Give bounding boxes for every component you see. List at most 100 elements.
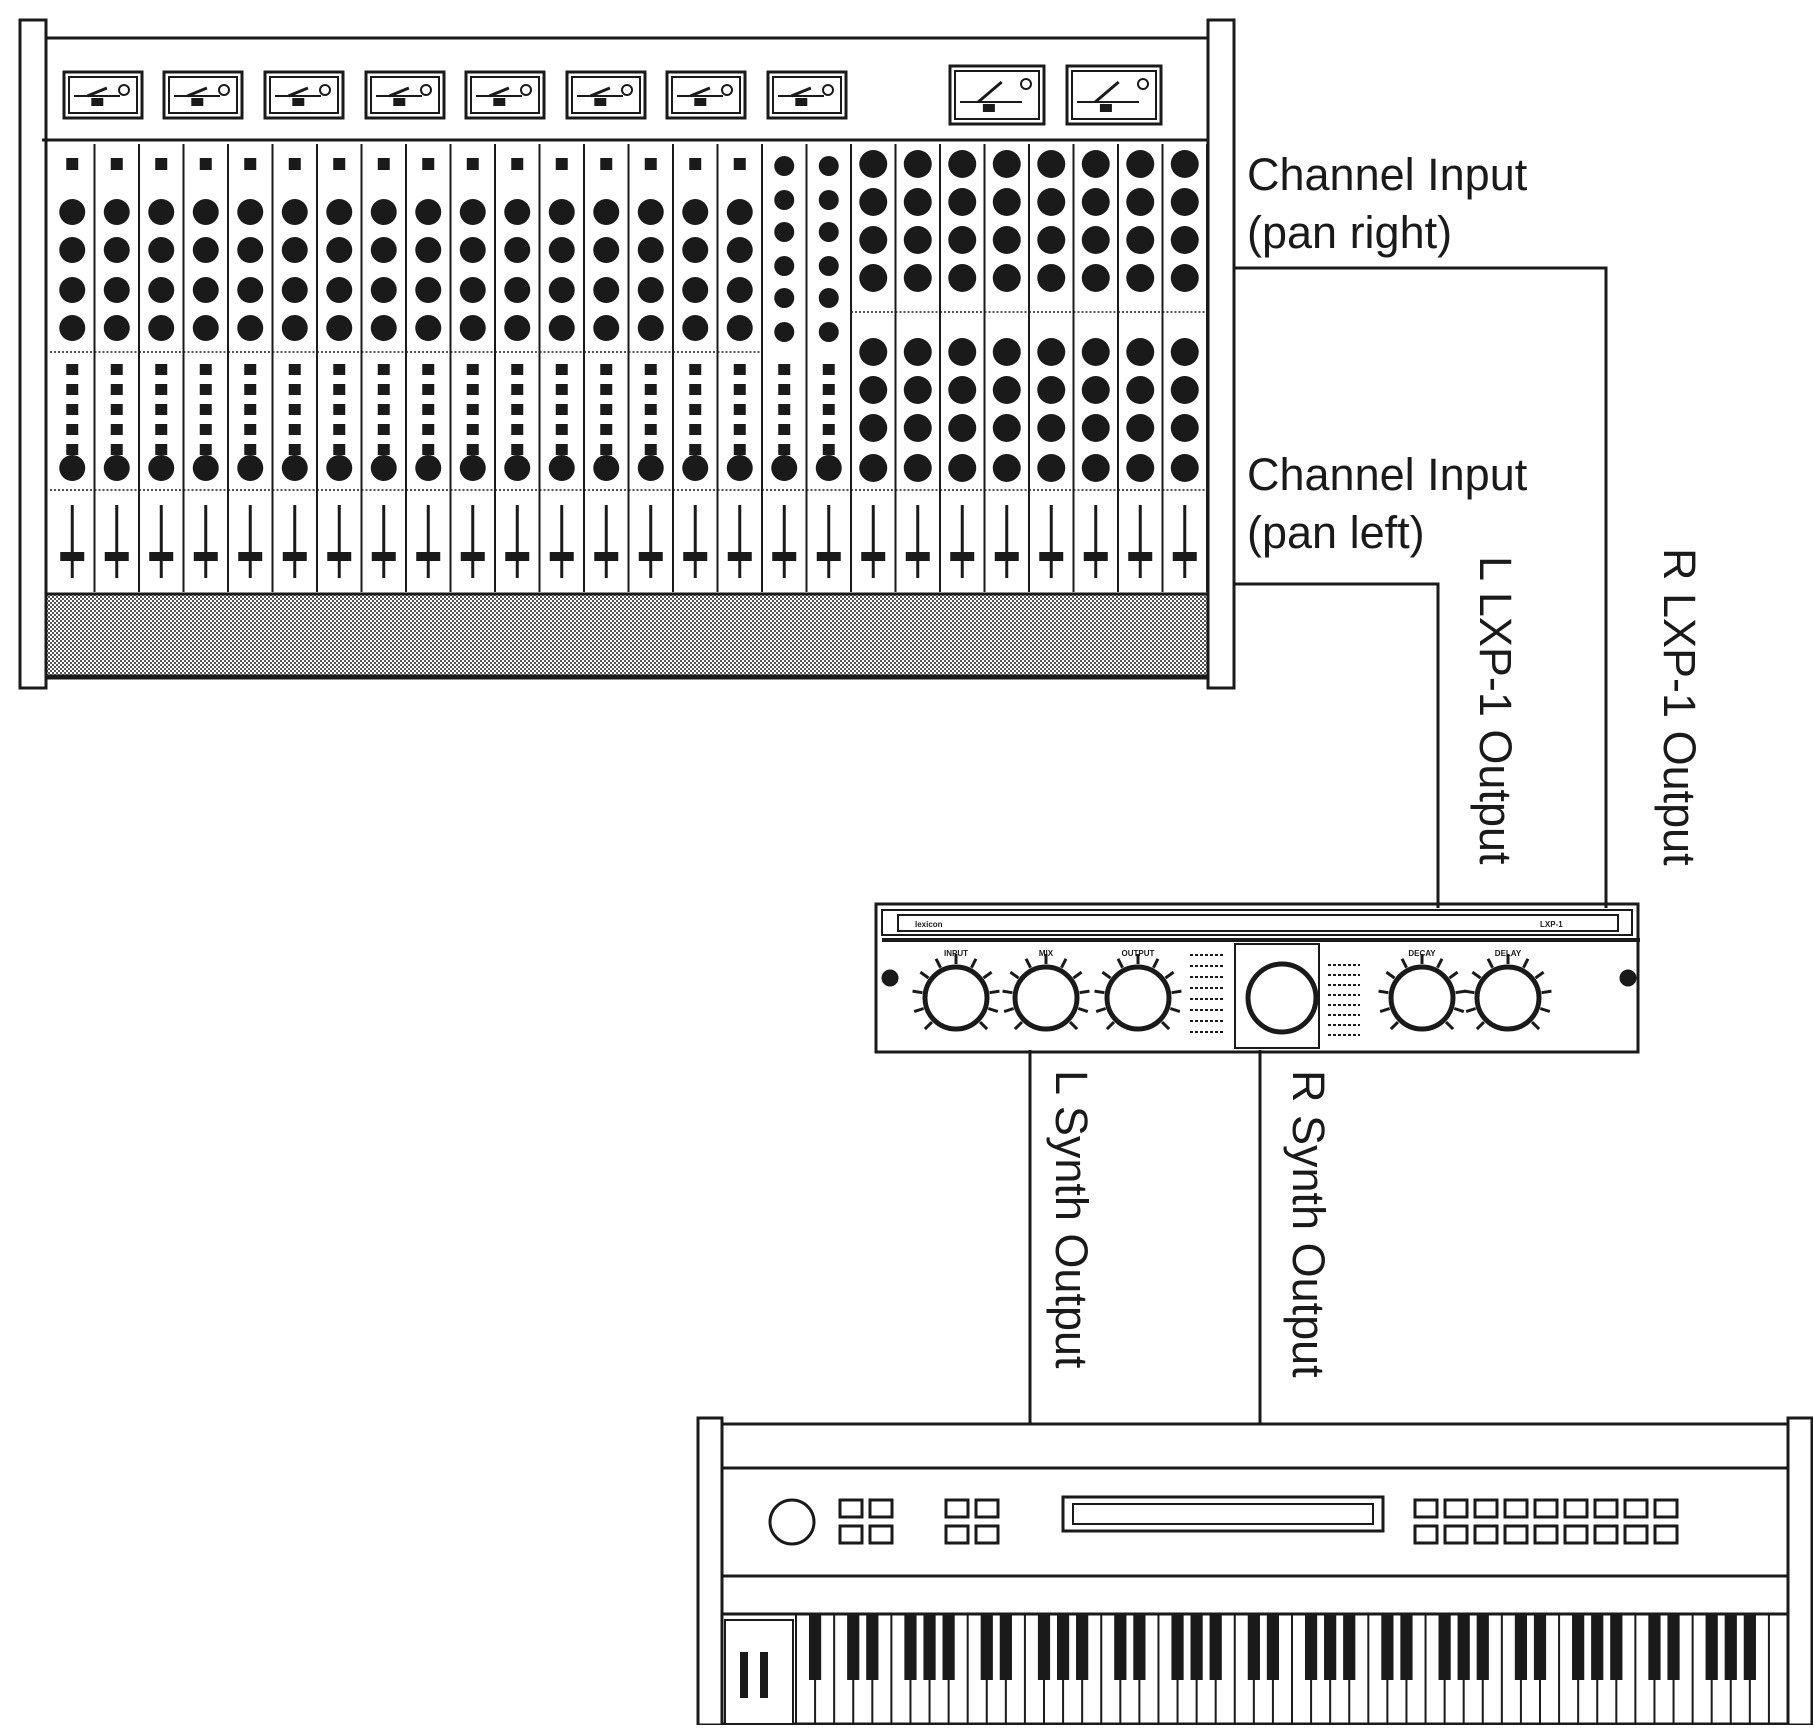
master-knob xyxy=(1081,226,1110,254)
lxp1-knob xyxy=(1464,954,1552,1032)
synth-button xyxy=(944,1524,970,1545)
master-knob xyxy=(1081,376,1110,404)
group-knob xyxy=(818,256,839,276)
channel-strip xyxy=(406,144,452,592)
master-knob xyxy=(903,226,932,254)
synth-button xyxy=(838,1524,864,1545)
vu-meter xyxy=(766,70,848,120)
channel-knob xyxy=(593,315,620,341)
eq-button xyxy=(733,424,746,435)
black-key xyxy=(1037,1614,1051,1680)
channel-button xyxy=(377,158,390,170)
channel-button xyxy=(333,158,346,170)
eq-button xyxy=(511,444,524,455)
master-knob xyxy=(1126,226,1155,254)
eq-button xyxy=(689,404,702,415)
channel-knob xyxy=(593,455,620,481)
synth-button xyxy=(1533,1524,1559,1545)
black-key xyxy=(1667,1614,1680,1680)
channel-strip xyxy=(94,144,140,592)
black-key xyxy=(1476,1614,1489,1680)
eq-button xyxy=(689,384,702,395)
eq-button xyxy=(66,404,79,415)
channel-knob xyxy=(237,315,264,341)
channel-knob xyxy=(281,277,308,303)
black-key xyxy=(1266,1614,1280,1680)
master-knob xyxy=(992,338,1021,366)
channel-knob xyxy=(59,199,86,225)
channel-knob xyxy=(103,277,130,303)
channel-knob xyxy=(148,455,175,481)
channel-knob xyxy=(281,455,308,481)
channel-knob xyxy=(281,315,308,341)
fader-knob xyxy=(1128,552,1153,561)
channel-button xyxy=(466,158,479,170)
synth-button xyxy=(1503,1524,1529,1545)
lxp1-knob-label: DELAY xyxy=(1495,949,1522,958)
eq-button xyxy=(422,364,435,375)
eq-button xyxy=(377,404,390,415)
eq-button xyxy=(288,444,301,455)
eq-button xyxy=(422,424,435,435)
eq-button xyxy=(511,364,524,375)
master-knob xyxy=(1081,264,1110,292)
master-knob xyxy=(1037,226,1066,254)
eq-button xyxy=(511,404,524,415)
black-key xyxy=(1743,1614,1756,1680)
synth-button xyxy=(1653,1524,1679,1545)
group-knob xyxy=(774,222,795,242)
fader-knob xyxy=(727,552,752,561)
channel-knob xyxy=(682,277,709,303)
eq-button xyxy=(333,364,346,375)
channel-strip xyxy=(851,144,897,592)
eq-button xyxy=(466,444,479,455)
synth-button xyxy=(1443,1524,1469,1545)
eq-button xyxy=(66,444,79,455)
fader-knob xyxy=(416,552,441,561)
synth-pitch-wheel xyxy=(740,1652,748,1698)
eq-button xyxy=(244,444,257,455)
lxp1-knob xyxy=(1094,954,1182,1032)
group-knob xyxy=(774,156,795,176)
master-knob xyxy=(859,226,888,254)
lxp1-screw-right xyxy=(1619,969,1637,987)
eq-button xyxy=(733,384,746,395)
vu-meter xyxy=(364,70,446,120)
channel-knob xyxy=(637,315,664,341)
fader-knob xyxy=(950,552,975,561)
synth-button xyxy=(1443,1498,1469,1519)
eq-button xyxy=(689,364,702,375)
eq-button xyxy=(110,424,123,435)
master-knob xyxy=(1170,188,1199,216)
channel-strip xyxy=(539,144,585,592)
synth-button xyxy=(974,1498,1000,1519)
fader-knob xyxy=(193,552,218,561)
master-knob xyxy=(948,150,977,178)
group-button xyxy=(822,424,835,435)
synth-button xyxy=(1563,1524,1589,1545)
master-knob xyxy=(992,376,1021,404)
channel-knob xyxy=(459,455,486,481)
black-key xyxy=(1514,1614,1528,1680)
eq-button xyxy=(600,364,613,375)
eq-button xyxy=(644,364,657,375)
eq-button xyxy=(466,364,479,375)
channel-knob xyxy=(370,237,397,263)
group-button xyxy=(822,384,835,395)
vu-meter xyxy=(62,70,144,120)
group-knob xyxy=(818,222,839,242)
channel-strip xyxy=(495,144,541,592)
fader-knob xyxy=(238,552,263,561)
eq-button xyxy=(644,384,657,395)
lxp1-knob-label: MIX xyxy=(1039,949,1054,958)
group-button xyxy=(778,364,791,375)
lxp1-knob-label: DECAY xyxy=(1408,949,1436,958)
master-knob xyxy=(948,454,977,482)
synth-button xyxy=(1503,1498,1529,1519)
channel-strip xyxy=(228,144,274,592)
channel-strip xyxy=(584,144,630,592)
eq-button xyxy=(66,424,79,435)
eq-button xyxy=(600,424,613,435)
channel-knob xyxy=(237,455,264,481)
